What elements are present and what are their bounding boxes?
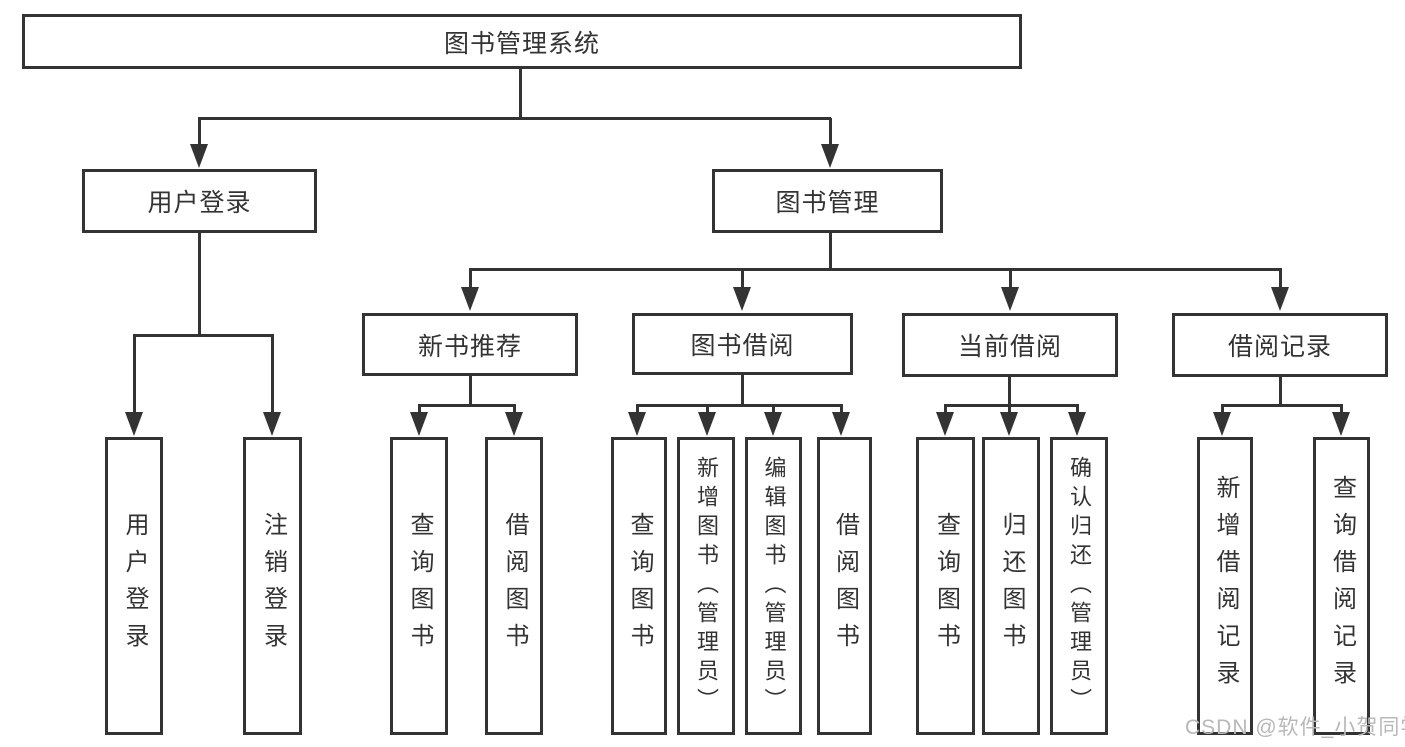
- leaf-query-books-current: 查询图书: [916, 437, 975, 735]
- edge-line: [829, 118, 832, 148]
- edge-line: [198, 117, 831, 120]
- leaf-confirm-return-admin: 确认归还（管理员）: [1050, 437, 1108, 735]
- arrowhead-icon: [410, 412, 428, 436]
- edge-line: [1221, 406, 1224, 416]
- node-root-label: 图书管理系统: [443, 29, 600, 58]
- node-new-book-recommend: 新书推荐: [362, 313, 578, 376]
- arrowhead-icon: [505, 412, 523, 436]
- edge-line: [636, 406, 639, 416]
- node-root: 图书管理系统: [22, 14, 1022, 69]
- edge-line: [1340, 406, 1343, 416]
- leaf-user-login: 用户登录: [105, 437, 163, 735]
- arrowhead-icon: [125, 412, 143, 436]
- arrowhead-icon: [832, 412, 850, 436]
- leaf-borrow-books-recommend: 借阅图书: [485, 437, 543, 735]
- edge-line: [198, 118, 201, 148]
- leaf-query-books-recommend-label: 查询图书: [406, 512, 433, 660]
- leaf-confirm-return-admin-label: 确认归还（管理员）: [1067, 455, 1092, 717]
- arrowhead-icon: [698, 412, 716, 436]
- arrowhead-icon: [1001, 287, 1019, 311]
- leaf-edit-book-admin-label: 编辑图书（管理员）: [761, 455, 787, 717]
- leaf-edit-book-admin: 编辑图书（管理员）: [745, 437, 802, 735]
- edge-line: [1008, 406, 1011, 416]
- arrowhead-icon: [1271, 287, 1289, 311]
- edge-line: [1279, 377, 1282, 407]
- node-user-login: 用户登录: [82, 169, 317, 233]
- arrowhead-icon: [1000, 412, 1018, 436]
- leaf-user-login-label: 用户登录: [121, 512, 148, 660]
- node-new-book-recommend-label: 新书推荐: [417, 332, 522, 361]
- edge-line: [741, 270, 744, 290]
- edge-line: [706, 406, 709, 416]
- edge-line: [772, 406, 775, 416]
- edge-line: [1076, 406, 1079, 416]
- node-current-borrow-label: 当前借阅: [957, 333, 1062, 361]
- leaf-borrow-books-borrow: 借阅图书: [817, 437, 872, 735]
- edge-line: [840, 406, 843, 416]
- edge-line: [418, 404, 516, 407]
- leaf-add-book-admin-label: 新增图书（管理员）: [694, 455, 719, 717]
- leaf-query-borrow-record-label: 查询借阅记录: [1328, 475, 1356, 697]
- edge-line: [469, 270, 472, 290]
- edge-line: [133, 334, 274, 337]
- edge-line: [1221, 404, 1343, 407]
- leaf-query-books-recommend: 查询图书: [390, 437, 448, 735]
- arrowhead-icon: [461, 287, 479, 311]
- watermark: CSDN @软件_小贺同学: [1185, 716, 1405, 739]
- leaf-query-books-borrow: 查询图书: [611, 437, 667, 735]
- arrowhead-icon: [263, 412, 281, 436]
- arrowhead-icon: [190, 144, 208, 168]
- leaf-query-borrow-record: 查询借阅记录: [1313, 437, 1370, 735]
- edge-line: [133, 336, 136, 414]
- edge-line: [1008, 377, 1011, 407]
- edge-line: [741, 375, 744, 407]
- arrowhead-icon: [1213, 412, 1231, 436]
- node-book-borrow: 图书借阅: [632, 313, 853, 375]
- edge-line: [944, 404, 1079, 407]
- node-current-borrow: 当前借阅: [902, 313, 1118, 377]
- arrowhead-icon: [733, 287, 751, 311]
- edge-line: [513, 406, 516, 416]
- leaf-return-book-label: 归还图书: [998, 512, 1025, 660]
- edge-line: [519, 69, 522, 119]
- edge-line: [1009, 270, 1012, 290]
- edge-line: [198, 233, 201, 336]
- node-borrow-records-label: 借阅记录: [1227, 333, 1332, 361]
- edge-line: [829, 233, 832, 271]
- node-user-login-label: 用户登录: [147, 189, 252, 217]
- leaf-add-book-admin: 新增图书（管理员）: [677, 437, 735, 735]
- edge-line: [469, 376, 472, 407]
- leaf-add-borrow-record: 新增借阅记录: [1197, 437, 1253, 735]
- leaf-borrow-books-recommend-label: 借阅图书: [501, 512, 528, 660]
- edge-line: [469, 268, 1282, 271]
- arrowhead-icon: [936, 412, 954, 436]
- edge-line: [944, 406, 947, 416]
- edge-line: [636, 404, 843, 407]
- arrowhead-icon: [628, 412, 646, 436]
- leaf-query-books-borrow-label: 查询图书: [626, 512, 653, 660]
- edge-line: [271, 336, 274, 414]
- node-book-borrow-label: 图书借阅: [690, 332, 795, 360]
- arrowhead-icon: [821, 144, 839, 168]
- leaf-return-book: 归还图书: [982, 437, 1040, 735]
- arrowhead-icon: [1332, 412, 1350, 436]
- leaf-borrow-books-borrow-label: 借阅图书: [831, 512, 859, 660]
- node-borrow-records: 借阅记录: [1172, 313, 1388, 377]
- node-book-management: 图书管理: [712, 169, 943, 233]
- leaf-query-books-current-label: 查询图书: [932, 512, 960, 660]
- node-book-management-label: 图书管理: [775, 189, 880, 217]
- arrowhead-icon: [764, 412, 782, 436]
- edge-line: [1279, 270, 1282, 290]
- arrowhead-icon: [1068, 412, 1086, 436]
- leaf-logout: 注销登录: [243, 437, 302, 735]
- leaf-logout-label: 注销登录: [259, 512, 287, 660]
- edge-line: [418, 406, 421, 416]
- leaf-add-borrow-record-label: 新增借阅记录: [1212, 475, 1239, 697]
